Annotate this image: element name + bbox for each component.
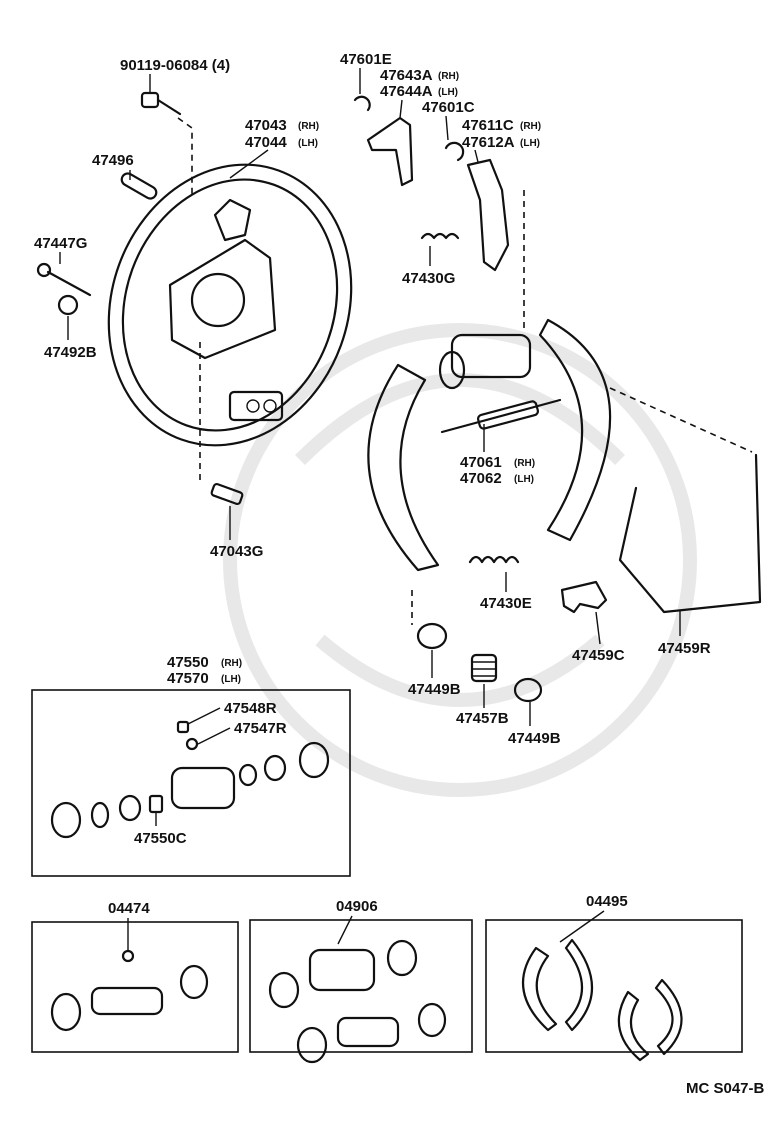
label-47457B: 47457B: [456, 710, 509, 727]
label-47644A: 47644A: [380, 83, 433, 100]
retainer-cup-b: [513, 677, 543, 703]
e-clip: [353, 95, 371, 112]
label-47550C: 47550C: [134, 830, 187, 847]
retainer-cup-a: [416, 622, 448, 650]
label-47612A-lh: (LH): [520, 138, 540, 149]
backing-plate: [107, 163, 353, 447]
wheel-cylinder-exploded: [50, 720, 330, 839]
kit-04906-parts: [268, 939, 447, 1064]
label-47492B: 47492B: [44, 344, 97, 361]
label-47550: 47550: [167, 654, 209, 671]
label-47061: 47061: [460, 454, 502, 471]
diagram-code: MC S047-B: [686, 1080, 765, 1097]
trailing-brake-shoe: [538, 318, 612, 542]
label-47062: 47062: [460, 470, 502, 487]
label-47459R: 47459R: [658, 640, 711, 657]
label-47644A-lh: (LH): [438, 87, 458, 98]
label-47612A: 47612A: [462, 134, 515, 151]
watermark-emblem: [223, 323, 697, 797]
label-47601E: 47601E: [340, 51, 392, 68]
label-47459C: 47459C: [572, 647, 625, 664]
bolt-47043G: [210, 482, 244, 506]
leading-brake-shoe: [367, 363, 440, 572]
label-47447G: 47447G: [34, 235, 87, 252]
shoe-adjuster: [440, 398, 562, 434]
label-leaders: [59, 68, 681, 950]
hub-bolt: [140, 91, 182, 116]
label-47044-lh: (LH): [298, 138, 318, 149]
label-47547R: 47547R: [234, 720, 287, 737]
label-47043: 47043: [245, 117, 287, 134]
label-47496: 47496: [92, 152, 134, 169]
spring-47430G: [420, 232, 460, 240]
label-47643A: 47643A: [380, 67, 433, 84]
label-47570-lh: (LH): [221, 674, 241, 685]
label-47430E: 47430E: [480, 595, 532, 612]
label-47062-lh: (LH): [514, 474, 534, 485]
label-47061-rh: (RH): [514, 458, 535, 469]
plug-47492B: [57, 294, 79, 316]
label-47449B-a: 47449B: [408, 681, 461, 698]
label-47611C: 47611C: [462, 117, 514, 134]
c-clip: [444, 141, 465, 162]
kit-box-04474: [31, 921, 239, 1053]
label-47643A-rh: (RH): [438, 71, 459, 82]
label-kit-04906: 04906: [336, 898, 378, 915]
kit-04474-parts: [50, 949, 209, 1032]
kit-box-04906: [249, 919, 473, 1053]
label-47550-rh: (RH): [221, 658, 242, 669]
label-kit-04474: 04474: [108, 900, 150, 917]
kit-04495-shoes: [522, 938, 683, 1062]
label-47611C-rh: (RH): [520, 121, 541, 132]
shoe-hold-pin: [36, 262, 92, 297]
wheel-cylinder-kit-box: [31, 689, 351, 877]
return-spring: [468, 555, 520, 564]
label-47044: 47044: [245, 134, 287, 151]
pin-47496: [120, 172, 158, 200]
strut-47459C: [560, 580, 608, 614]
label-90119: 90119-06084 (4): [120, 57, 230, 74]
parking-brake-lever: [366, 116, 414, 187]
label-47570: 47570: [167, 670, 209, 687]
label-47548R: 47548R: [224, 700, 277, 717]
label-47043G: 47043G: [210, 543, 263, 560]
coil-spring-47457B: [470, 653, 498, 683]
adjusting-lever: [466, 158, 510, 272]
part-labels: 90119-06084 (4) 47496 47447G 47492B 4704…: [34, 51, 765, 1097]
assembly-leader-lines: [177, 117, 753, 625]
label-47430G: 47430G: [402, 270, 455, 287]
label-47449B-b: 47449B: [508, 730, 561, 747]
label-47043-rh: (RH): [298, 121, 319, 132]
kit-box-04495: [485, 919, 743, 1053]
wheel-cylinder-mounted: [438, 333, 532, 390]
label-kit-04495: 04495: [586, 893, 628, 910]
cable-47459R: [618, 453, 762, 614]
label-47601C: 47601C: [422, 99, 475, 116]
